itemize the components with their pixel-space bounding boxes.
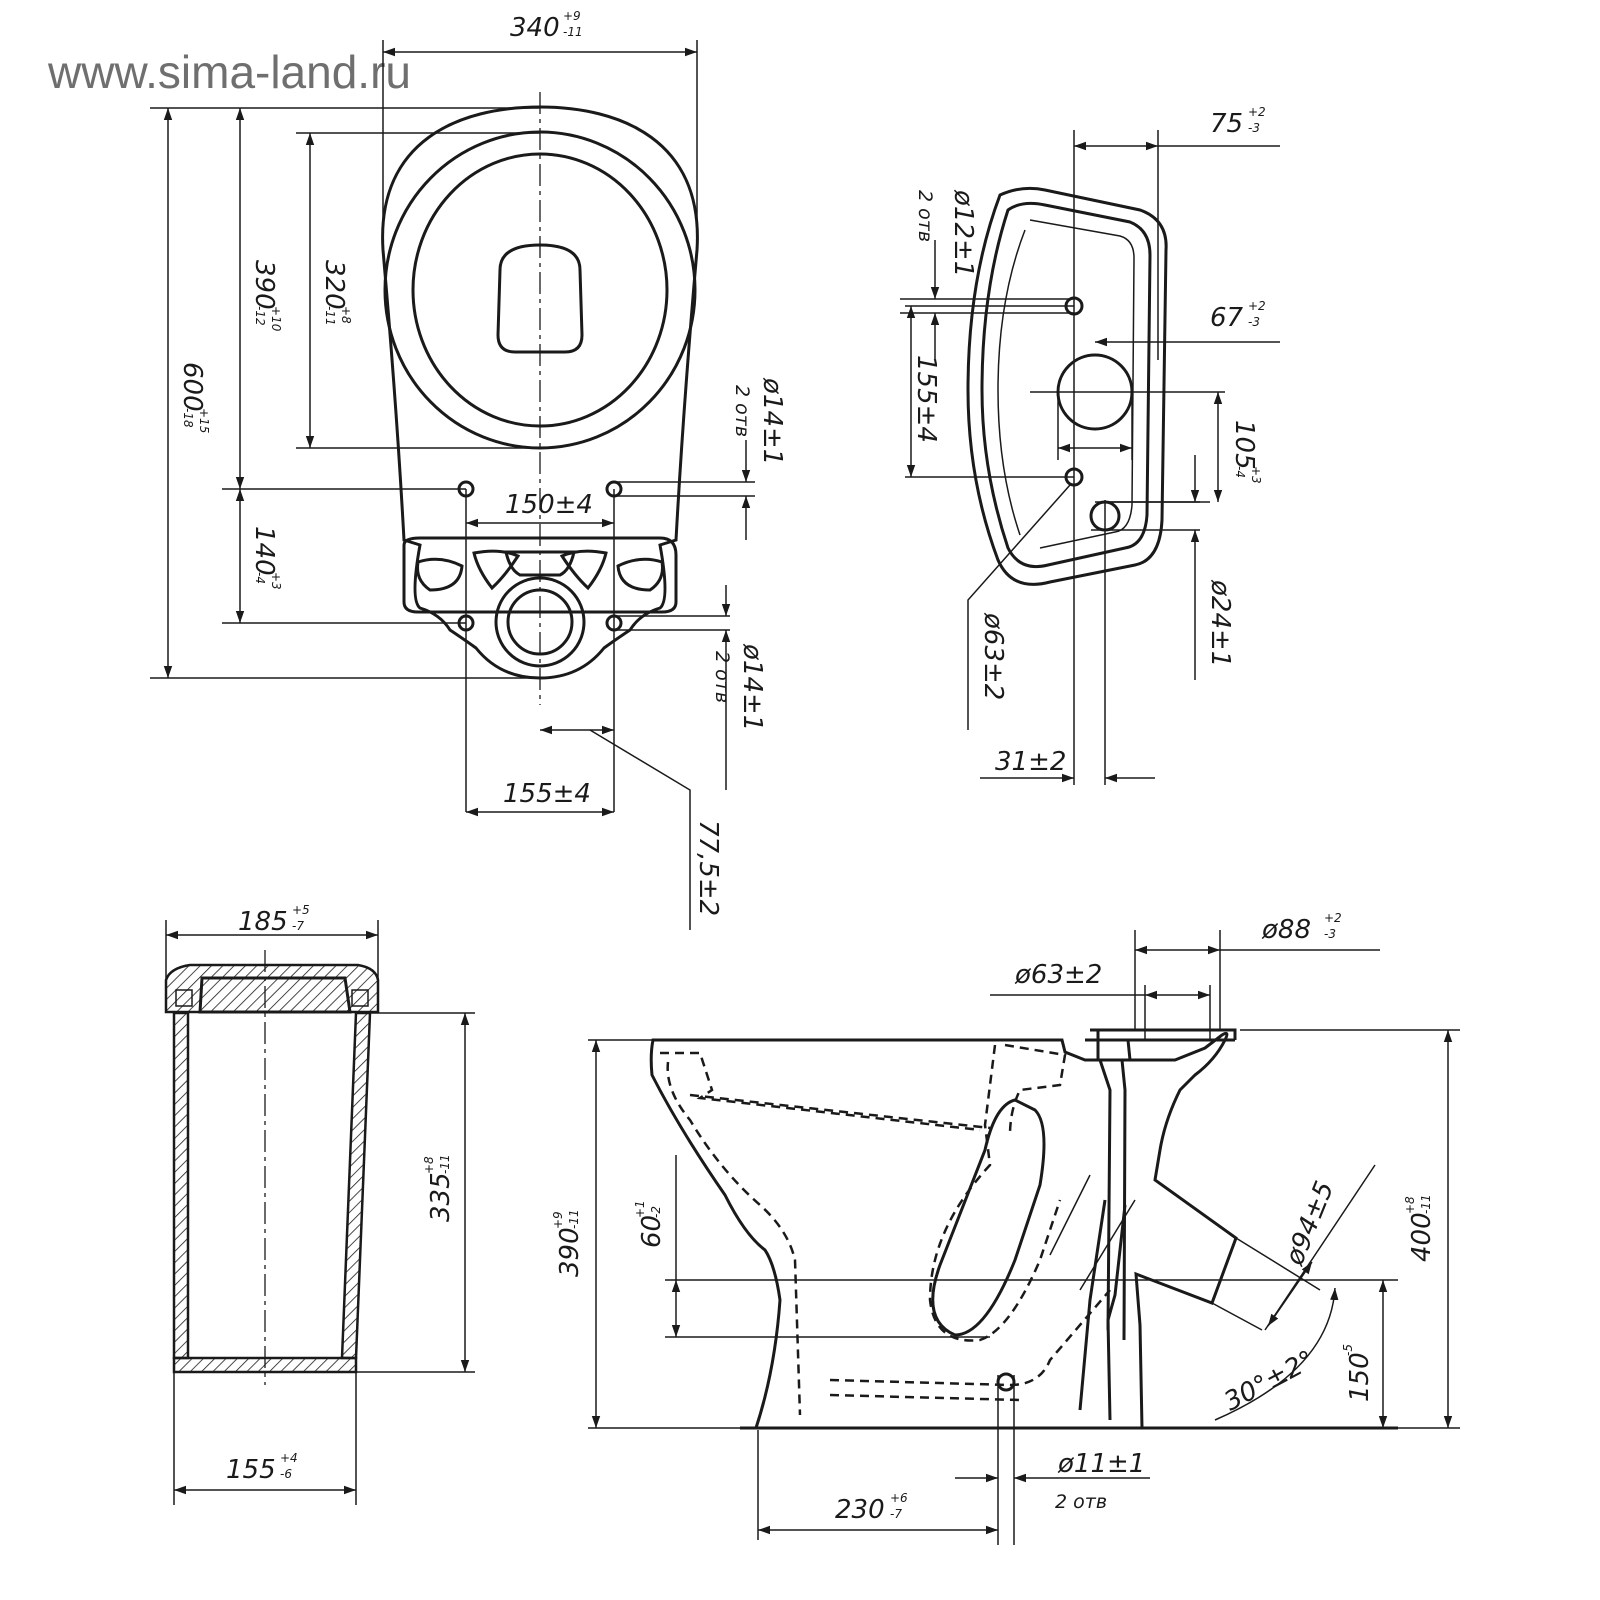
- svg-text:+6: +6: [890, 1491, 908, 1505]
- side-view-dimensions: ø88 +2 -3 ø63±2 390 +9 -11 60 +1 -2 400 …: [551, 911, 1437, 1525]
- tank-section: [164, 920, 475, 1505]
- svg-text:-4: -4: [1233, 466, 1247, 478]
- svg-text:+2: +2: [1324, 911, 1342, 925]
- bowl-side-view: [588, 930, 1460, 1545]
- svg-text:+9: +9: [563, 9, 581, 23]
- d11-note: 2 отв: [1055, 1491, 1107, 1513]
- dim-12: ø12±1: [948, 189, 978, 277]
- dim-24: ø24±1: [1205, 579, 1235, 667]
- dim-185: 185: [238, 907, 288, 937]
- svg-text:-11: -11: [1419, 1194, 1433, 1214]
- svg-text:-11: -11: [438, 1154, 452, 1174]
- svg-text:+3: +3: [1249, 466, 1263, 484]
- dim-75: 75: [1210, 109, 1243, 139]
- svg-text:-3: -3: [1324, 927, 1336, 941]
- watermark: www.sima-land.ru: [47, 46, 411, 98]
- svg-text:+3: +3: [269, 572, 283, 590]
- dim-155: 155±4: [503, 779, 591, 809]
- dim-hole-top: ø14±1: [757, 377, 787, 465]
- tank-top-dimensions: 75 +2 -3 67 +2 -3 ø12±1 2 отв 155±4 105 …: [911, 105, 1266, 777]
- dim-side-390: 390: [555, 1227, 585, 1277]
- svg-text:+15: +15: [197, 408, 211, 433]
- tank-top-view: [900, 130, 1280, 785]
- dim-60: 60: [637, 1215, 667, 1248]
- dim-320: 320: [319, 260, 349, 310]
- svg-text:-18: -18: [181, 408, 195, 428]
- svg-text:-6: -6: [280, 1467, 292, 1481]
- dim-tank-155-bottom: 155: [226, 1455, 276, 1485]
- dim-340: 340: [510, 13, 560, 43]
- tank-section-dimensions: 185 +5 -7 335 +8 -11 155 +4 -6: [226, 903, 456, 1485]
- hole-bot-note: 2 отв: [711, 651, 733, 703]
- svg-text:+9: +9: [551, 1211, 565, 1229]
- dim-390: 390: [249, 260, 279, 310]
- svg-text:-3: -3: [1248, 315, 1260, 329]
- svg-text:-4: -4: [253, 572, 267, 584]
- svg-text:+8: +8: [1403, 1196, 1417, 1214]
- svg-text:+4: +4: [280, 1451, 298, 1465]
- svg-text:-12: -12: [253, 306, 267, 326]
- dim-140: 140: [249, 526, 279, 576]
- dim-11: ø11±1: [1057, 1449, 1145, 1479]
- dim-335: 335: [426, 1172, 456, 1222]
- svg-text:-5: -5: [1341, 1344, 1355, 1356]
- dim-230: 230: [835, 1495, 885, 1525]
- dim-88: ø88: [1261, 915, 1311, 945]
- dim-105: 105: [1229, 420, 1259, 470]
- dim-77-5: 77,5±2: [693, 820, 723, 916]
- bowl-top-dimensions: 340 +9 -11 600 +15 -18 390 +10 -12 320 +…: [177, 9, 787, 916]
- svg-text:-11: -11: [323, 306, 337, 326]
- svg-text:-11: -11: [563, 25, 583, 39]
- svg-text:-2: -2: [649, 1206, 663, 1218]
- svg-text:-7: -7: [292, 919, 304, 933]
- svg-text:+5: +5: [292, 903, 310, 917]
- dim-67: 67: [1210, 303, 1244, 333]
- dim-31: 31±2: [995, 747, 1066, 777]
- svg-text:+2: +2: [1248, 299, 1266, 313]
- dim-150: 150±4: [505, 490, 593, 520]
- dim-side-150: 150: [1345, 1352, 1375, 1402]
- svg-text:-3: -3: [1248, 121, 1260, 135]
- dim-hole-bot: ø14±1: [737, 643, 767, 731]
- svg-text:+2: +2: [1248, 105, 1266, 119]
- dim-600: 600: [177, 362, 207, 412]
- bowl-top-view: [150, 40, 755, 930]
- svg-text:+8: +8: [339, 306, 353, 324]
- dim-94: ø94±5: [1279, 1177, 1340, 1270]
- dim-angle: 30°±2°: [1219, 1345, 1319, 1417]
- svg-text:+1: +1: [633, 1200, 647, 1218]
- svg-text:-7: -7: [890, 1507, 902, 1521]
- svg-text:+8: +8: [422, 1156, 436, 1174]
- dim-400: 400: [1407, 1212, 1437, 1262]
- svg-text:-11: -11: [567, 1209, 581, 1229]
- d12-note: 2 отв: [914, 190, 936, 242]
- dim-tank-155: 155±4: [911, 355, 941, 443]
- hole-top-note: 2 отв: [731, 385, 753, 437]
- dim-side-63: ø63±2: [1014, 960, 1102, 990]
- dim-tank-63: ø63±2: [978, 612, 1008, 700]
- svg-text:+10: +10: [269, 306, 283, 332]
